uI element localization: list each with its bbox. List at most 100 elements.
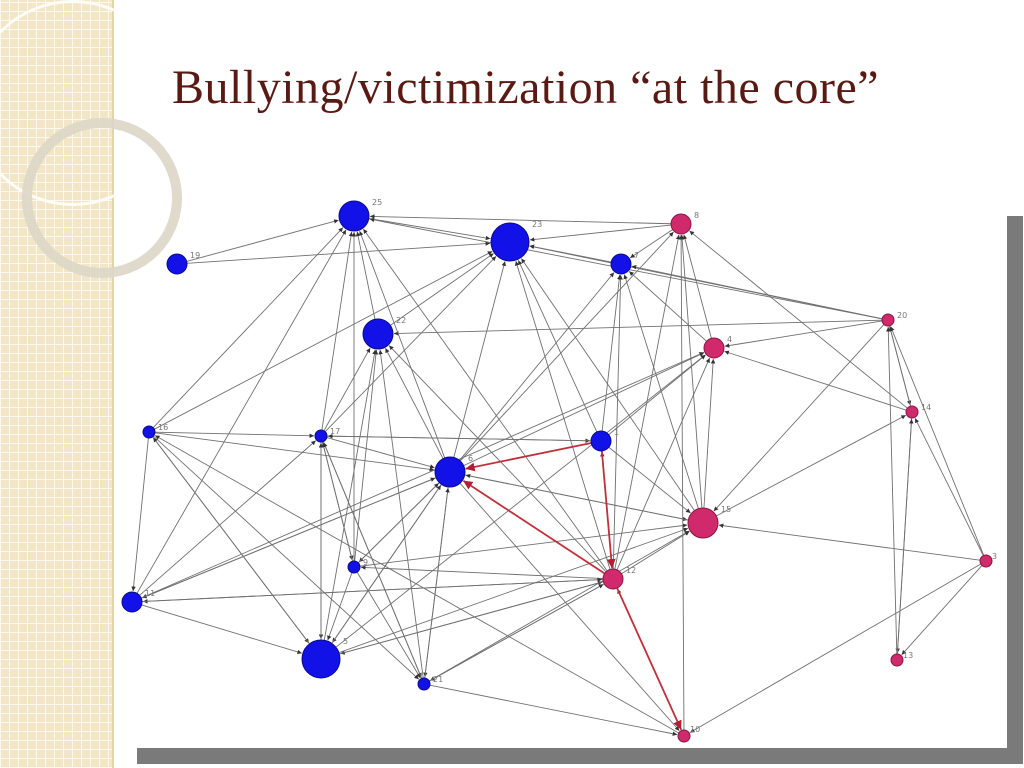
network-edge: [888, 326, 911, 407]
network-edge: [517, 260, 598, 433]
network-node: [121, 591, 143, 613]
network-edge: [393, 319, 883, 336]
network-edge: [141, 577, 603, 602]
network-edge: [629, 229, 673, 259]
network-edge: [186, 241, 491, 264]
network-node: [166, 253, 188, 275]
network-edge: [321, 231, 354, 431]
network-edge: [331, 484, 442, 644]
network-edge: [429, 684, 678, 736]
network-edge: [631, 264, 883, 320]
network-node: [314, 429, 328, 443]
node-label: 13: [903, 651, 913, 660]
network-edge: [338, 527, 689, 654]
network-edge: [362, 228, 608, 572]
network-node: [347, 560, 361, 574]
network-node: [610, 253, 632, 275]
node-label: 9: [363, 558, 368, 567]
node-label: 7: [634, 251, 639, 260]
network-edge: [152, 227, 344, 428]
decorative-side-strip: [0, 0, 182, 768]
network-node: [362, 318, 394, 350]
network-edge: [378, 349, 424, 679]
network-node: [338, 200, 370, 232]
network-edge: [327, 572, 353, 641]
network-edge: [718, 523, 981, 561]
network-edge: [354, 349, 379, 562]
network-edge: [628, 271, 707, 342]
network-edge: [608, 354, 706, 435]
network-edge: [621, 531, 690, 575]
network-edge: [131, 437, 149, 592]
network-edge: [140, 351, 705, 599]
network-edge: [678, 234, 685, 731]
core-edge: [465, 442, 592, 472]
network-edge: [368, 218, 491, 241]
network-edge: [357, 482, 439, 564]
network-node: [979, 554, 993, 568]
network-edge: [682, 234, 712, 339]
network-edge: [716, 414, 907, 517]
network-edge: [424, 487, 450, 679]
node-label: 3: [992, 552, 997, 561]
network-edge: [369, 214, 672, 225]
network-edge: [359, 523, 688, 567]
network-edge: [154, 432, 435, 472]
network-edge: [612, 274, 623, 570]
network-edge: [324, 256, 497, 433]
network-edge: [914, 418, 984, 556]
network-node: [881, 313, 895, 327]
core-edge-layer: [462, 442, 682, 730]
network-node: [677, 729, 691, 743]
network-edge: [896, 418, 914, 655]
node-label: 14: [921, 403, 931, 412]
network-edge: [385, 347, 444, 459]
network-edge: [689, 230, 908, 409]
core-edge: [462, 480, 606, 575]
network-edge: [608, 446, 691, 514]
network-edge: [153, 435, 420, 680]
network-edge: [520, 258, 695, 511]
node-label: 4: [727, 335, 732, 344]
node-label: 8: [694, 211, 699, 220]
network-edge: [724, 320, 883, 348]
network-node: [602, 568, 624, 590]
network-edge: [886, 326, 898, 655]
network-edge: [703, 358, 716, 509]
network-edge: [152, 437, 310, 645]
network-edge: [360, 565, 604, 579]
core-edge: [600, 450, 616, 569]
network-edge: [689, 563, 982, 733]
network-edge: [390, 253, 494, 326]
network-edge: [515, 260, 611, 570]
network-edge: [323, 442, 423, 679]
node-label: 11: [145, 589, 155, 598]
network-node: [301, 639, 341, 679]
network-edge: [428, 530, 690, 682]
node-label: 5: [343, 637, 348, 646]
network-edge: [601, 274, 622, 432]
network-edge: [453, 261, 506, 458]
network-edge: [890, 326, 985, 556]
network-edge: [321, 442, 353, 562]
node-label: 23: [532, 220, 542, 229]
slide-title: Bullying/victimization “at the core”: [172, 61, 880, 114]
network-edge: [323, 347, 371, 431]
network-edge: [355, 231, 376, 320]
network-edge: [463, 352, 705, 467]
node-label: 1: [614, 428, 619, 437]
network-edge: [339, 580, 603, 655]
network-edge: [154, 435, 680, 734]
network-edge: [139, 440, 317, 596]
node-label: 17: [330, 427, 340, 436]
node-label: 16: [158, 423, 168, 432]
network-node: [142, 425, 156, 439]
network-node: [670, 213, 692, 235]
network-edge: [623, 274, 699, 509]
network-node: [905, 405, 919, 419]
node-label: 22: [396, 316, 406, 325]
network-edge: [141, 477, 436, 599]
network-edge: [356, 571, 421, 679]
